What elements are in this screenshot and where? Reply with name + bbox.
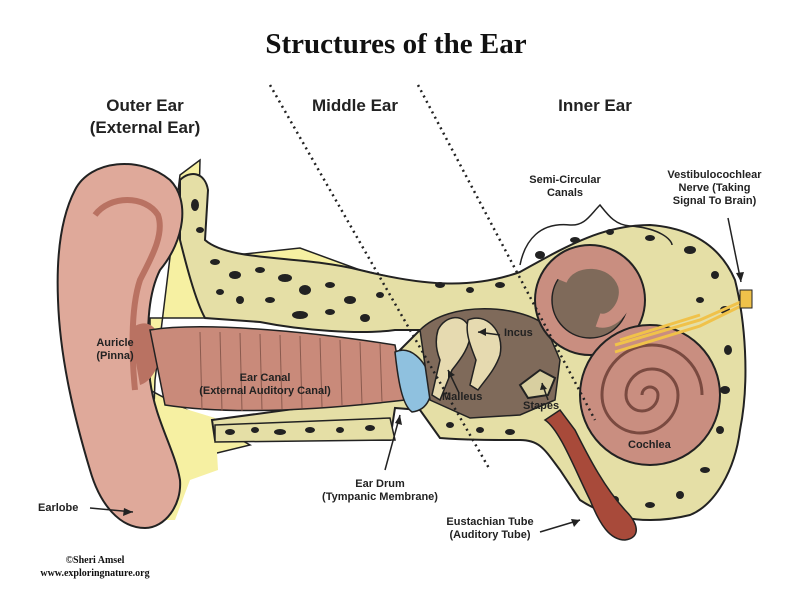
vestibulocochlear-nerve-label-line1: Vestibulocochlear	[667, 169, 762, 181]
eustachian-tube-label-line1: Eustachian Tube	[446, 516, 534, 528]
auricle-label: Auricle (Pinna)	[80, 337, 150, 363]
vestibulocochlear-nerve-label: Vestibulocochlear Nerve (Taking Signal T…	[652, 169, 777, 208]
ear-canal-label-line1: Ear Canal	[239, 372, 291, 384]
outer-middle-divider	[268, 84, 492, 471]
inner-ear-heading: Inner Ear	[558, 96, 632, 115]
diagram-title: Structures of the Ear	[265, 28, 527, 60]
copyright-credit: ©Sheri Amsel www.exploringnature.org	[30, 554, 160, 580]
eustachian-tube-label-line2: (Auditory Tube)	[449, 529, 531, 541]
cochlea-label: Cochlea	[628, 439, 671, 451]
semicircular-canals-label: Semi-Circular Canals	[515, 174, 615, 200]
copyright-credit-line1: ©Sheri Amsel	[65, 555, 125, 566]
arrow-heads	[123, 272, 744, 527]
stapes-label: Stapes	[523, 400, 560, 412]
middle-ear-heading: Middle Ear	[312, 96, 398, 115]
semicircular-canal-loop	[553, 254, 633, 328]
semicircular-canals-label-line2: Canals	[546, 187, 584, 199]
semicircular-canals-label-line1: Semi-Circular	[529, 174, 601, 186]
earlobe-label: Earlobe	[38, 502, 79, 514]
auricle-label-line1: Auricle	[96, 337, 134, 349]
ear-canal-label-line2: (External Auditory Canal)	[199, 385, 331, 397]
outer-ear-heading: Outer Ear (External Ear)	[80, 95, 210, 139]
incus-label: Incus	[504, 327, 533, 339]
malleus-label: Malleus	[442, 391, 483, 403]
eustachian-tube-label: Eustachian Tube (Auditory Tube)	[435, 516, 545, 542]
ear-drum-shape	[394, 349, 432, 413]
ear-drum-label-line1: Ear Drum	[355, 478, 405, 490]
nerve-fibers	[614, 298, 746, 354]
ear-canal-label: Ear Canal (External Auditory Canal)	[185, 372, 345, 398]
semicircular-bracket	[519, 203, 673, 266]
vestibulocochlear-nerve-label-line3: Signal To Brain)	[672, 195, 757, 207]
outer-ear-heading-line2: (External Ear)	[89, 118, 201, 137]
eustachian-tube-shape	[543, 408, 637, 541]
malleus-shape	[431, 316, 471, 402]
incus-shape	[466, 317, 502, 392]
nerve-end	[739, 289, 753, 309]
auricle-label-line2: (Pinna)	[96, 350, 134, 362]
copyright-credit-line2: www.exploringnature.org	[40, 568, 150, 579]
ear-drum-label-line2: (Tympanic Membrane)	[322, 491, 438, 503]
canal-stripes	[199, 331, 383, 412]
vestibulocochlear-nerve-label-line2: Nerve (Taking	[678, 182, 751, 194]
cochlea-spiral	[600, 343, 704, 435]
stapes-shape	[518, 368, 557, 400]
outer-ear-heading-line1: Outer Ear	[106, 96, 184, 115]
ear-drum-label: Ear Drum (Tympanic Membrane)	[315, 478, 445, 504]
